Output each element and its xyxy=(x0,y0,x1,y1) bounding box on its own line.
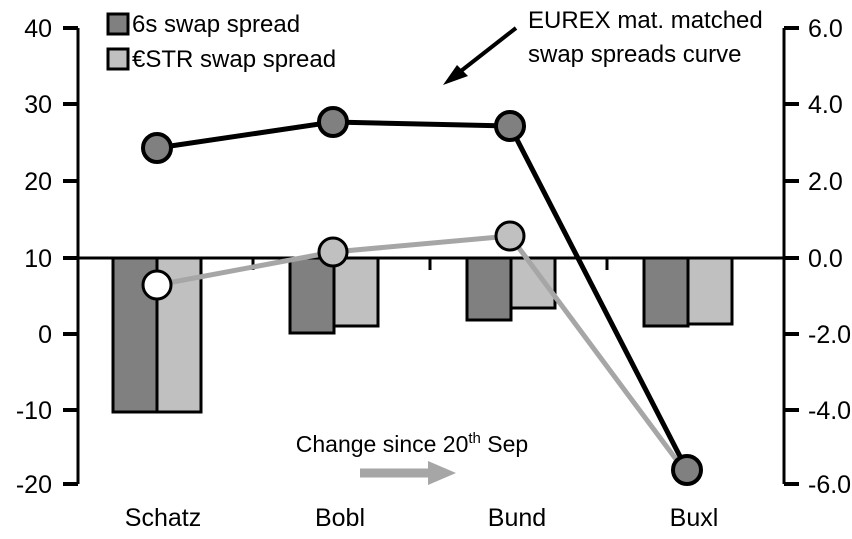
bar-group-buxl xyxy=(642,256,734,328)
legend-swatch-estr xyxy=(106,47,130,71)
change-annotation-prefix: Change since 20 xyxy=(296,431,469,457)
right-tick-label-1: 4.0 xyxy=(808,91,843,119)
left-tick-label-5: -10 xyxy=(16,397,52,425)
annotation-arrowhead-icon xyxy=(443,65,468,85)
left-tick-label-2: 20 xyxy=(24,168,52,196)
change-annotation-sup: th xyxy=(468,430,481,447)
category-label-schatz: Schatz xyxy=(125,504,201,532)
bar-group-bobl xyxy=(288,256,380,335)
change-annotation-text: Change since 20th Sep xyxy=(296,430,528,457)
eurex-annotation-line1: EUREX mat. matched xyxy=(528,7,763,34)
right-tick-label-3: 0.0 xyxy=(808,245,843,273)
eurex-curve-annotation: EUREX mat. matched swap spreads curve xyxy=(443,7,763,85)
category-label-bund: Bund xyxy=(488,504,546,532)
bar-estr-buxl xyxy=(686,256,734,326)
right-tick-label-6: -6.0 xyxy=(808,471,851,499)
legend-label-estr: €STR swap spread xyxy=(132,46,336,73)
change-annotation-suffix: Sep xyxy=(481,431,528,457)
right-tick-label-4: -2.0 xyxy=(808,321,851,349)
legend-item-estr[interactable]: €STR swap spread xyxy=(106,46,336,73)
marker-eurex-bobl xyxy=(317,106,349,138)
marker-change-schatz xyxy=(141,269,173,301)
marker-eurex-schatz xyxy=(141,132,173,164)
right-axis-tick-labels: 6.0 4.0 2.0 0.0 -2.0 -4.0 -6.0 xyxy=(808,15,851,499)
marker-change-bobl xyxy=(317,236,349,268)
marker-eurex-buxl xyxy=(671,454,703,486)
bar-group-bund xyxy=(465,256,557,322)
marker-eurex-bund xyxy=(494,110,526,142)
eurex-annotation-line2: swap spreads curve xyxy=(528,41,741,68)
category-labels: Schatz Bobl Bund Buxl xyxy=(125,504,719,532)
left-tick-label-3: 10 xyxy=(24,245,52,273)
bar-6s-schatz xyxy=(111,256,159,414)
right-axis xyxy=(782,26,799,486)
left-tick-label-1: 30 xyxy=(24,91,52,119)
left-tick-label-0: 40 xyxy=(24,15,52,43)
bar-estr-bobl xyxy=(332,256,380,328)
bar-6s-buxl xyxy=(642,256,690,328)
right-arrow-icon xyxy=(360,461,456,485)
left-axis xyxy=(63,26,80,486)
category-label-bobl: Bobl xyxy=(315,504,365,532)
right-tick-label-5: -4.0 xyxy=(808,397,851,425)
change-annotation: Change since 20th Sep xyxy=(296,430,528,485)
legend-item-6s[interactable]: 6s swap spread xyxy=(106,11,300,38)
chart-legend: 6s swap spread €STR swap spread xyxy=(106,11,336,73)
legend-swatch-6s xyxy=(106,12,130,36)
marker-change-bund xyxy=(494,220,526,252)
legend-label-6s: 6s swap spread xyxy=(132,11,300,38)
bar-6s-bobl xyxy=(288,256,336,335)
series-line-change xyxy=(141,220,690,476)
category-label-buxl: Buxl xyxy=(670,504,719,532)
bar-6s-bund xyxy=(465,256,513,322)
left-tick-label-4: 0 xyxy=(38,321,52,349)
right-tick-label-2: 2.0 xyxy=(808,168,843,196)
right-tick-label-0: 6.0 xyxy=(808,15,843,43)
left-tick-label-6: -20 xyxy=(16,471,52,499)
left-axis-tick-labels: 40 30 20 10 0 -10 -20 xyxy=(16,15,52,499)
series-line-eurex xyxy=(141,106,703,486)
